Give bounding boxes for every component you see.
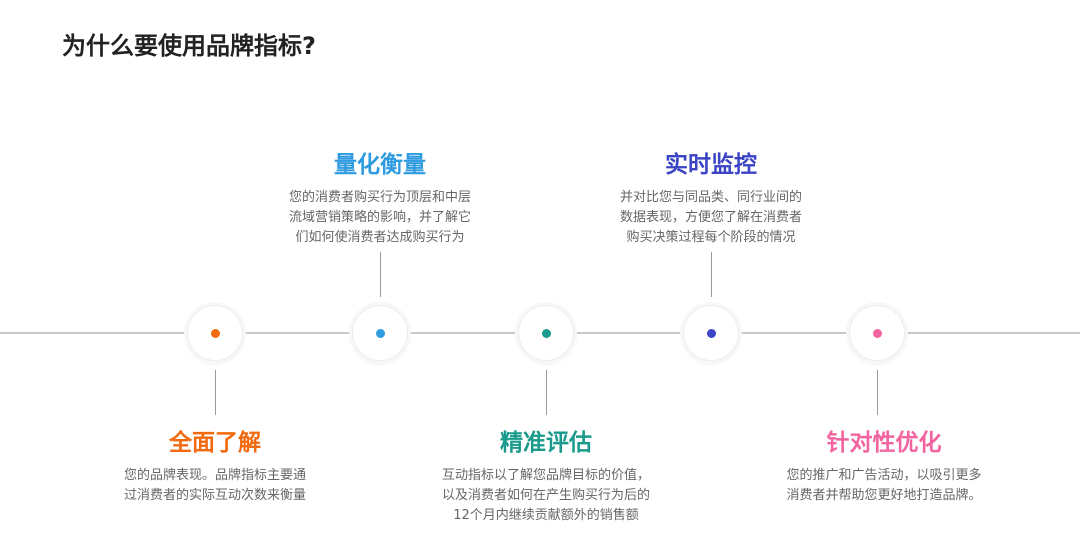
step-desc-line: 并对比您与同品类、同行业间的	[619, 190, 802, 205]
step-desc-line: 互动指标以了解您品牌目标的价值，	[441, 468, 650, 483]
step-card-1: 全面了解 您的品牌表现。品牌指标主要通 过消费者的实际互动次数来衡量	[90, 426, 340, 506]
step-card-2: 量化衡量 您的消费者购买行为顶层和中层 流域营销策略的影响，并了解它 们如何使消…	[255, 148, 505, 248]
page-title: 为什么要使用品牌指标?	[62, 32, 316, 60]
step-desc-line: 们如何使消费者达成购买行为	[295, 230, 465, 245]
step-desc-line: 购买决策过程每个阶段的情况	[626, 230, 796, 245]
connector-1	[214, 370, 216, 415]
timeline-dot-5	[872, 328, 882, 338]
step-title-2: 量化衡量	[334, 152, 426, 178]
timeline-node-3	[519, 306, 573, 360]
step-desc-5: 您的推广和广告活动，以吸引更多 消费者并帮助您更好地打造品牌。	[749, 466, 1019, 506]
step-desc-line: 过消费者的实际互动次数来衡量	[123, 488, 306, 503]
step-card-3: 精准评估 互动指标以了解您品牌目标的价值， 以及消费者如何在产生购买行为后的 1…	[411, 426, 681, 526]
timeline-node-2	[353, 306, 407, 360]
step-desc-line: 您的推广和广告活动，以吸引更多	[786, 468, 982, 483]
step-desc-2: 您的消费者购买行为顶层和中层 流域营销策略的影响，并了解它 们如何使消费者达成购…	[255, 188, 505, 248]
step-card-5: 针对性优化 您的推广和广告活动，以吸引更多 消费者并帮助您更好地打造品牌。	[749, 426, 1019, 506]
step-title-3: 精准评估	[500, 430, 592, 456]
step-desc-line: 您的消费者购买行为顶层和中层	[288, 190, 471, 205]
step-desc-line: 数据表现，方便您了解在消费者	[619, 210, 802, 225]
step-desc-line: 12个月内继续贡献额外的销售额	[453, 508, 639, 523]
timeline-dot-2	[375, 328, 385, 338]
timeline-dot-1	[210, 328, 220, 338]
step-desc-line: 流域营销策略的影响，并了解它	[288, 210, 471, 225]
step-desc-line: 以及消费者如何在产生购买行为后的	[441, 488, 650, 503]
step-desc-line: 消费者并帮助您更好地打造品牌。	[786, 488, 982, 503]
timeline-node-4	[684, 306, 738, 360]
timeline-node-5	[850, 306, 904, 360]
step-title-1: 全面了解	[169, 430, 261, 456]
timeline-node-1	[188, 306, 242, 360]
connector-2	[379, 252, 381, 297]
step-desc-3: 互动指标以了解您品牌目标的价值， 以及消费者如何在产生购买行为后的 12个月内继…	[411, 466, 681, 526]
connector-3	[545, 370, 547, 415]
timeline-dot-3	[541, 328, 551, 338]
step-title-4: 实时监控	[665, 152, 757, 178]
step-desc-4: 并对比您与同品类、同行业间的 数据表现，方便您了解在消费者 购买决策过程每个阶段…	[586, 188, 836, 248]
step-desc-1: 您的品牌表现。品牌指标主要通 过消费者的实际互动次数来衡量	[90, 466, 340, 506]
step-desc-line: 您的品牌表现。品牌指标主要通	[123, 468, 306, 483]
step-title-5: 针对性优化	[826, 430, 942, 456]
step-card-4: 实时监控 并对比您与同品类、同行业间的 数据表现，方便您了解在消费者 购买决策过…	[586, 148, 836, 248]
connector-5	[876, 370, 878, 415]
connector-4	[710, 252, 712, 297]
timeline-dot-4	[706, 328, 716, 338]
